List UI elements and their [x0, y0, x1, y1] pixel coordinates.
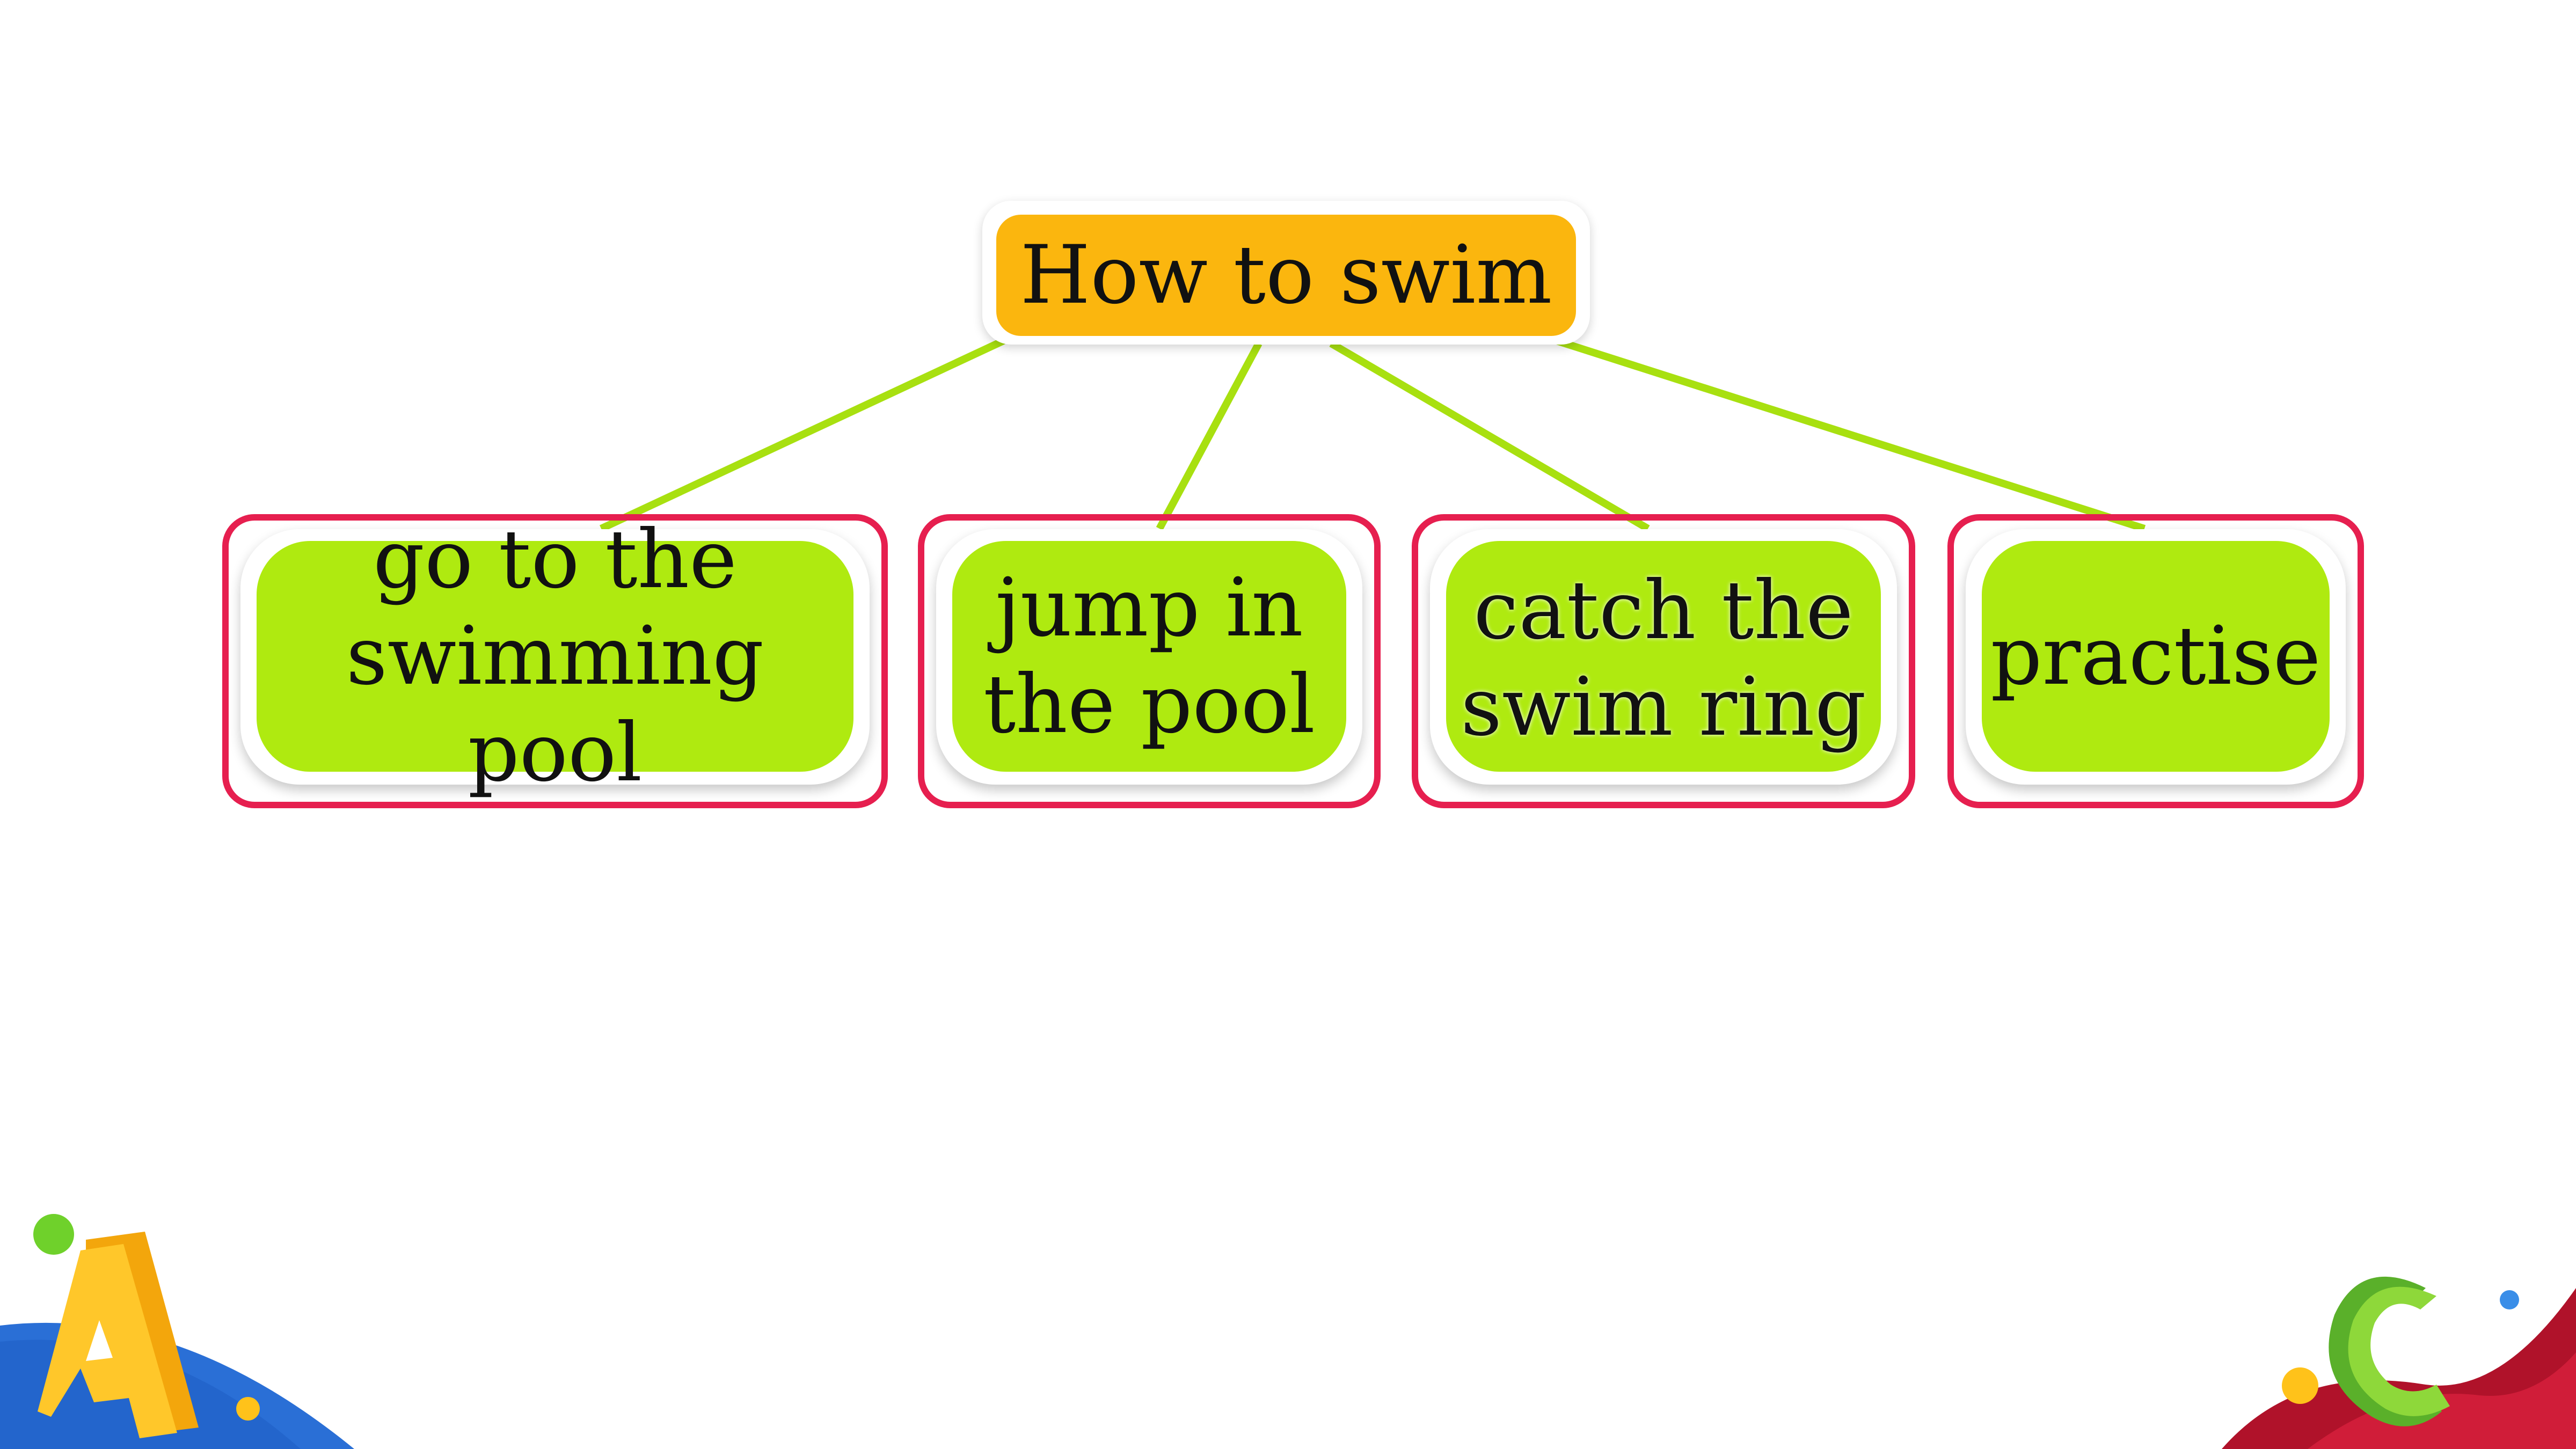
- child-label-1: go to the swimming pool: [346, 513, 764, 800]
- child-frame-1: [222, 514, 888, 808]
- green-dot: [33, 1214, 74, 1255]
- letter-a-icon: [38, 1232, 199, 1438]
- child-node-3[interactable]: catch the swim ring: [1446, 541, 1881, 772]
- blue-dot: [2500, 1290, 2519, 1309]
- bottom-left-decoration: [0, 1214, 354, 1449]
- child-node-1[interactable]: go to the swimming pool: [257, 513, 853, 800]
- letter-c-icon: [2329, 1276, 2450, 1426]
- connector-4: [1555, 337, 2146, 532]
- connector-3: [1329, 340, 1650, 532]
- root-label: How to swim: [1020, 229, 1552, 322]
- child-frame-3: [1412, 514, 1915, 808]
- child-label-4: practise: [1990, 610, 2321, 703]
- root-node[interactable]: How to swim: [996, 215, 1576, 336]
- bottom-right-decoration: [2222, 1276, 2576, 1449]
- connector-1: [600, 334, 1011, 532]
- connector-2: [1156, 341, 1263, 531]
- child-frame-2: [918, 514, 1381, 808]
- child-node-4[interactable]: practise: [1982, 541, 2330, 772]
- child-label-2: jump in the pool: [983, 561, 1315, 751]
- yellow-dot-right: [2282, 1367, 2318, 1404]
- child-label-3: catch the swim ring: [1461, 564, 1866, 754]
- yellow-dot: [236, 1397, 260, 1421]
- child-frame-4: [1947, 514, 2364, 808]
- child-node-2[interactable]: jump in the pool: [952, 541, 1346, 772]
